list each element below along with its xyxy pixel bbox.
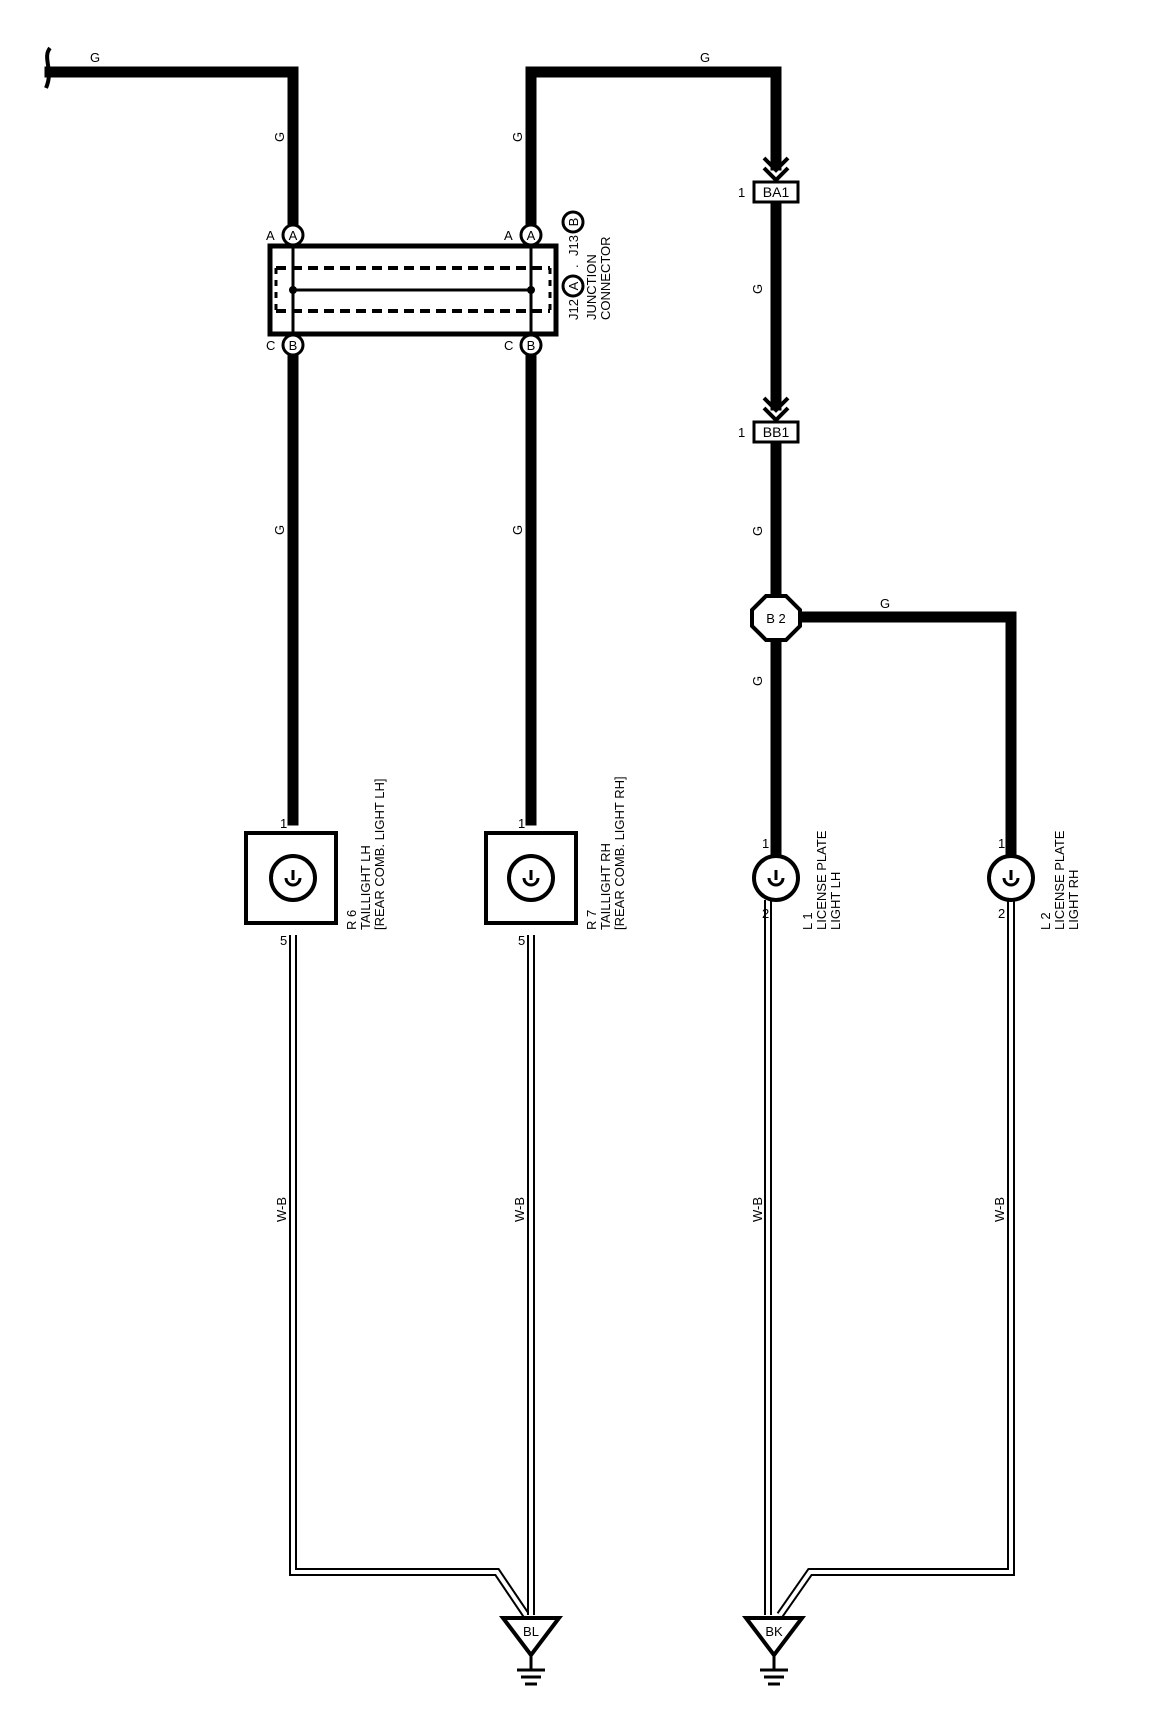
license-light-rh-name: LICENSE PLATE xyxy=(1052,830,1067,930)
license-light-rh-ref: L 2 xyxy=(1038,912,1053,930)
wire-label: W-B xyxy=(992,1197,1007,1222)
pin-b-left: B xyxy=(281,333,305,357)
wire-label: W-B xyxy=(750,1197,765,1222)
wire-label: G xyxy=(90,50,100,65)
connector-bb1-label: BB1 xyxy=(763,424,790,440)
junction-node xyxy=(289,286,297,294)
ground-bl-label: BL xyxy=(523,1624,539,1639)
ground-bk-triangle xyxy=(741,1616,807,1659)
license-light-lh-ref: L 1 xyxy=(800,912,815,930)
junction-node xyxy=(527,286,535,294)
wire-label: G xyxy=(272,132,287,142)
license-light-lh-name2: LIGHT LH xyxy=(828,872,843,930)
ground-bl: BL xyxy=(498,1616,564,1686)
splice-b2: B 2 xyxy=(750,594,802,642)
connector-bb1: BB1 1 xyxy=(738,396,800,444)
junction-title-1: JUNCTION xyxy=(584,254,599,320)
bulb-filament xyxy=(767,870,785,887)
connector-ba1-pin: 1 xyxy=(738,185,745,200)
taillight-lh-name: TAILLIGHT LH xyxy=(358,845,373,930)
pin-a-right: A xyxy=(519,223,543,247)
pin-bottom: 2 xyxy=(998,906,1005,921)
pin-top: 1 xyxy=(518,816,525,831)
ground-wires xyxy=(289,900,1015,1618)
junction-ref-a: J12 xyxy=(566,299,581,320)
wire-label: W-B xyxy=(512,1197,527,1222)
ground-bk-label: BK xyxy=(765,1624,783,1639)
wire-top-left xyxy=(44,66,299,238)
pin-b-right: B xyxy=(519,333,543,357)
ground-bk: BK xyxy=(741,1616,807,1686)
wire-label: G xyxy=(750,284,765,294)
wb-wire-r6-inner xyxy=(291,935,528,1617)
junction-ref-separator: . xyxy=(566,264,581,268)
green-wires xyxy=(44,46,1017,861)
pin-circle-label: B xyxy=(527,338,536,353)
junction-ref-b-letter: B xyxy=(566,218,581,227)
taillight-rh-note: [REAR COMB. LIGHT RH] xyxy=(612,776,627,930)
license-light-rh-name2: LIGHT RH xyxy=(1066,870,1081,930)
wire-label: G xyxy=(700,50,710,65)
wire-label: G xyxy=(510,525,525,535)
junction-ref-labels: J12 A . J13 B JUNCTION CONNECTOR xyxy=(561,210,613,320)
bulb-filament xyxy=(284,870,302,887)
pin-bottom: 2 xyxy=(762,906,769,921)
taillight-lh-ref: R 6 xyxy=(344,910,359,930)
taillight-rh-ref: R 7 xyxy=(584,910,599,930)
bulb-filament xyxy=(1002,870,1020,887)
wire-label: W-B xyxy=(274,1197,289,1222)
junction-title-2: CONNECTOR xyxy=(598,236,613,320)
taillight-lh-note: [REAR COMB. LIGHT LH] xyxy=(372,779,387,930)
pin-number: C xyxy=(504,338,513,353)
pin-circle-label: A xyxy=(289,228,298,243)
pin-a-left: A xyxy=(281,223,305,247)
wire-label: G xyxy=(272,525,287,535)
pin-circle-label: B xyxy=(289,338,298,353)
pin-number: C xyxy=(266,338,275,353)
license-light-lh-name: LICENSE PLATE xyxy=(814,830,829,930)
wire-top-center xyxy=(525,66,782,238)
pin-bottom: 5 xyxy=(518,933,525,948)
pin-top: 1 xyxy=(762,836,769,851)
taillight-rh-name: TAILLIGHT RH xyxy=(598,843,613,930)
wire-b2-l2 xyxy=(794,611,1017,861)
pin-bottom: 5 xyxy=(280,933,287,948)
wire-color-labels: G G G G G G G G G G W-B W-B W-B W-B xyxy=(90,50,1007,1222)
taillight-rh: 1 5 R 7 TAILLIGHT RH [REAR COMB. LIGHT R… xyxy=(484,776,627,948)
wire-label: G xyxy=(880,596,890,611)
bulb-filament xyxy=(522,870,540,887)
wire-break-mark xyxy=(44,46,52,89)
wb-wire-l2-inner xyxy=(778,900,1013,1617)
junction-ref-b-circle xyxy=(561,210,585,234)
junction-ref-a-circle xyxy=(561,274,585,298)
pin-number: A xyxy=(266,228,275,243)
license-light-lh: 1 2 L 1 LICENSE PLATE LIGHT LH xyxy=(752,830,843,930)
pin-circle-label: A xyxy=(527,228,536,243)
wire-label: G xyxy=(750,526,765,536)
wire-label: G xyxy=(510,132,525,142)
connector-bb1-pin: 1 xyxy=(738,425,745,440)
wb-wire-l2 xyxy=(776,900,1015,1618)
junction-ref-b: J13 xyxy=(566,235,581,256)
ground-bl-triangle xyxy=(498,1616,564,1659)
connector-ba1: BA1 1 xyxy=(738,156,800,204)
pin-number: A xyxy=(504,228,513,243)
wb-wire-r6 xyxy=(289,935,530,1618)
license-light-rh: 1 2 L 2 LICENSE PLATE LIGHT RH xyxy=(987,830,1081,930)
junction-connector: A A B B A A C C J12 A . J13 B JUNCTION C… xyxy=(266,210,613,357)
connector-ba1-label: BA1 xyxy=(763,184,790,200)
pin-top: 1 xyxy=(280,816,287,831)
taillight-lh: 1 5 R 6 TAILLIGHT LH [REAR COMB. LIGHT L… xyxy=(244,779,387,948)
pin-top: 1 xyxy=(998,836,1005,851)
splice-b2-label: B 2 xyxy=(766,611,786,626)
wire-label: G xyxy=(750,676,765,686)
junction-ref-a-letter: A xyxy=(566,281,581,290)
